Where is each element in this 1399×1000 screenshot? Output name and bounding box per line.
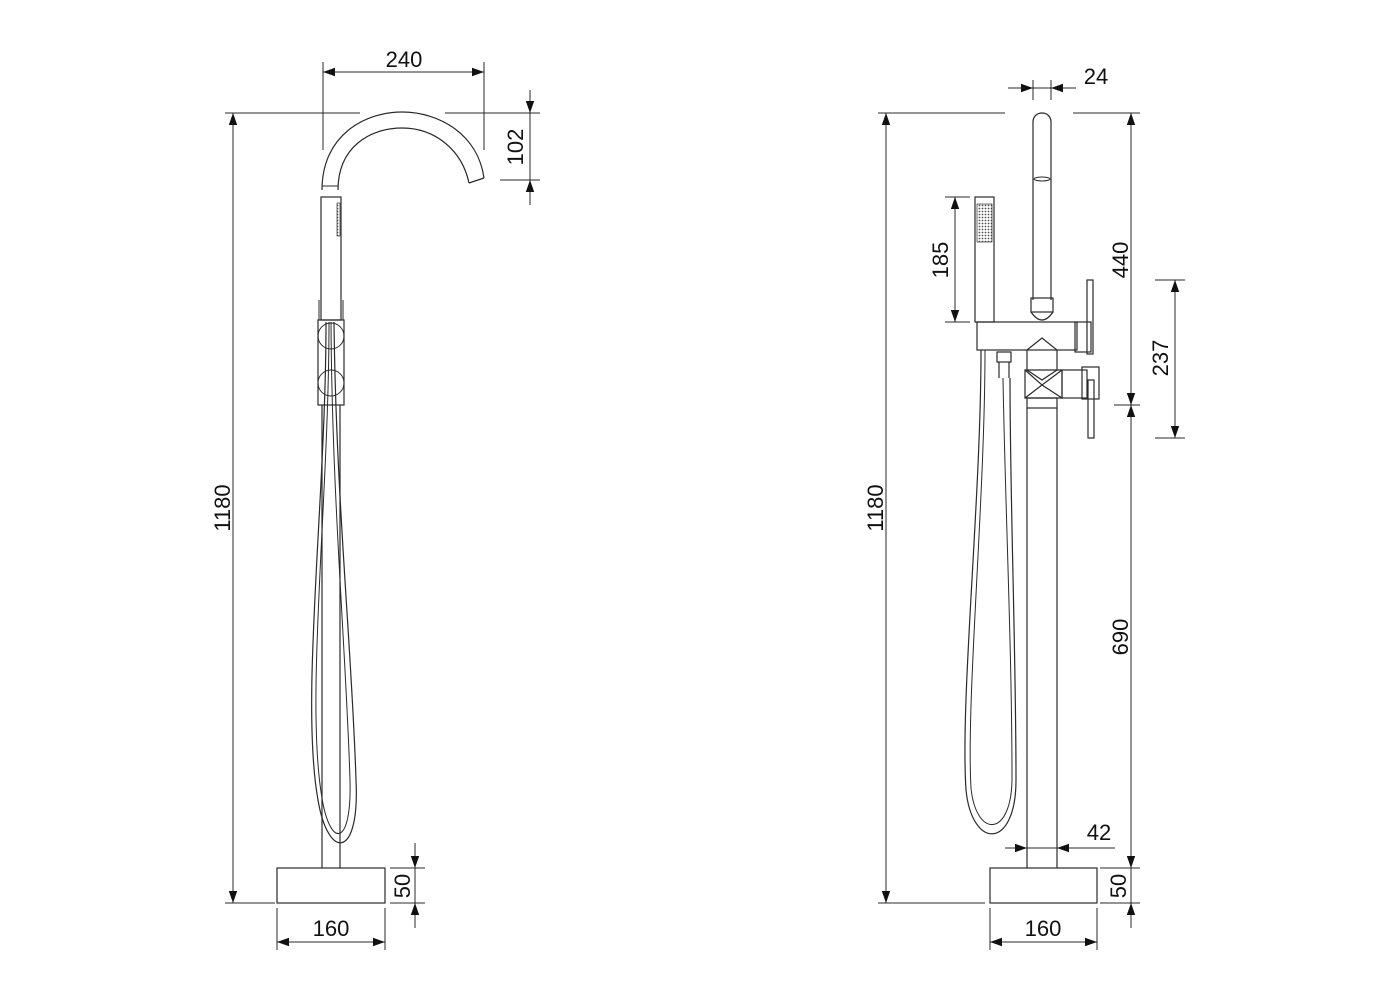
dim-handle-height: 237 — [1148, 340, 1173, 377]
spout-inner — [337, 127, 470, 191]
dim-column-height: 690 — [1108, 619, 1133, 656]
dim-base-width-right: 160 — [1025, 916, 1062, 941]
right-view-dimensions: 24 1180 185 440 690 237 42 — [863, 64, 1185, 950]
hose — [311, 321, 357, 844]
valve-body — [976, 321, 1078, 351]
dim-column-diameter: 42 — [1087, 820, 1111, 845]
dim-total-height-right: 1180 — [863, 484, 888, 531]
hose — [964, 349, 1017, 835]
holder — [317, 319, 345, 406]
dim-base-height-left: 50 — [390, 874, 415, 898]
dim-spout-reach: 240 — [386, 47, 423, 72]
spout-pipe — [1032, 112, 1052, 300]
spout-outer — [321, 111, 485, 191]
base — [276, 867, 386, 904]
left-view-dimensions: 1180 240 102 50 160 — [210, 47, 540, 950]
dim-spout-diameter: 24 — [1084, 64, 1108, 89]
left-view-faucet — [276, 111, 485, 904]
dim-total-height-left: 1180 — [210, 484, 235, 531]
base — [989, 867, 1098, 904]
upper-lever — [1086, 279, 1094, 355]
right-view-faucet — [964, 112, 1100, 904]
dim-spout-drop: 102 — [503, 129, 528, 166]
dim-base-width-left: 160 — [313, 916, 350, 941]
dim-hand-shower-length: 185 — [928, 242, 953, 279]
lower-lever — [1087, 379, 1095, 439]
dim-base-height-right: 50 — [1106, 874, 1131, 898]
dim-upper-height: 440 — [1108, 242, 1133, 279]
